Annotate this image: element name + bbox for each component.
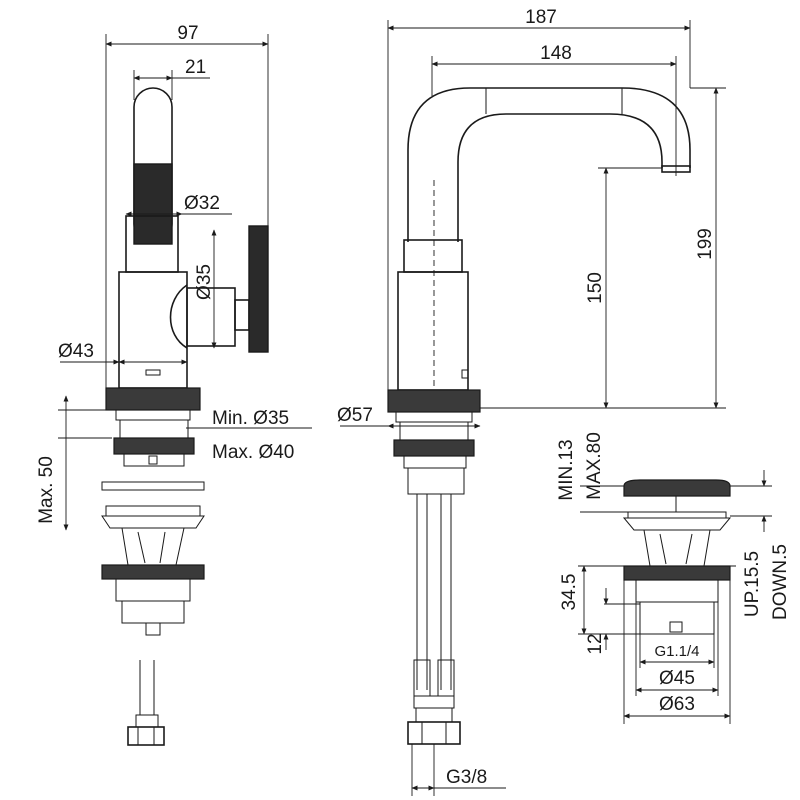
mount-tab bbox=[148, 455, 158, 465]
dim-label-max80: MAX.80 bbox=[584, 432, 605, 500]
dim-label-g38: G3/8 bbox=[446, 767, 487, 788]
waste-cone bbox=[622, 517, 732, 531]
dim-label-min13: MIN.13 bbox=[556, 439, 577, 500]
waste-nut bbox=[623, 565, 731, 581]
spout-outer bbox=[407, 87, 691, 242]
mount-washer bbox=[123, 453, 185, 467]
dim-label-max40: Max. Ø40 bbox=[212, 442, 294, 463]
lever-grip bbox=[133, 163, 173, 245]
waste-pin bbox=[669, 621, 683, 633]
dim-label-max50: Max. 50 bbox=[36, 456, 57, 524]
gasket bbox=[115, 409, 191, 421]
dim-label-45: Ø45 bbox=[659, 668, 695, 689]
dim-label-12: 12 bbox=[585, 633, 606, 654]
dim-label-150: 150 bbox=[585, 272, 606, 304]
waste-body bbox=[635, 579, 719, 603]
dim-label-21: 21 bbox=[185, 57, 206, 78]
waste-tail bbox=[121, 600, 185, 624]
waste-plate bbox=[627, 511, 727, 519]
waste-nut bbox=[101, 564, 205, 580]
base-flange bbox=[105, 387, 201, 411]
knob-boss bbox=[169, 284, 188, 349]
cage-bar bbox=[685, 533, 693, 565]
side-handle bbox=[248, 225, 269, 353]
waste-cage bbox=[643, 529, 711, 567]
hose-nut bbox=[127, 726, 165, 746]
knob-stem bbox=[234, 299, 250, 331]
front-nut bbox=[393, 439, 475, 457]
dim-label-43: Ø43 bbox=[58, 341, 94, 362]
dim-label-up: UP.15.5 bbox=[742, 551, 763, 617]
cage-bar bbox=[137, 531, 146, 564]
waste-cone bbox=[101, 515, 205, 529]
cage-bar bbox=[159, 531, 166, 564]
waste-tail bbox=[639, 601, 715, 635]
front-gasket bbox=[395, 411, 473, 423]
front-sleeve bbox=[399, 421, 469, 441]
body bbox=[118, 271, 188, 389]
front-body bbox=[397, 271, 469, 391]
waste-pin bbox=[145, 622, 161, 636]
dim-label-199: 199 bbox=[695, 228, 716, 260]
side-view: 97 21 Ø32 Ø35 Ø43 Max. 50 Min. Ø35 Max. … bbox=[36, 23, 312, 746]
dim-label-63: Ø63 bbox=[659, 694, 695, 715]
cage-bar bbox=[659, 533, 667, 565]
dim-label-down: DOWN.5 bbox=[770, 544, 791, 620]
hose-crimp bbox=[437, 659, 455, 697]
front-base-flange bbox=[387, 389, 481, 413]
waste-view: MIN.13 MAX.80 UP.15.5 DOWN.5 34.5 12 G1.… bbox=[556, 432, 791, 724]
waste-ring bbox=[105, 505, 201, 517]
front-tail bbox=[407, 467, 465, 495]
dim-label-34-5: 34.5 bbox=[559, 574, 580, 611]
waste-plate bbox=[101, 481, 205, 491]
front-washer bbox=[403, 455, 467, 469]
dim-label-187: 187 bbox=[525, 7, 557, 28]
dim-label-min35: Min. Ø35 bbox=[212, 408, 289, 429]
front-neck bbox=[403, 239, 463, 273]
dim-label-97: 97 bbox=[177, 23, 198, 44]
spout-inner bbox=[457, 113, 663, 242]
dim-label-57: Ø57 bbox=[337, 405, 373, 426]
marker bbox=[145, 369, 161, 376]
waste-body bbox=[115, 578, 191, 602]
mount-sleeve bbox=[119, 419, 189, 439]
hose-nut bbox=[407, 721, 461, 745]
hose-fitting bbox=[413, 695, 455, 709]
waste-cage bbox=[121, 527, 185, 566]
waste-cap bbox=[623, 479, 731, 497]
dim-label-148: 148 bbox=[540, 43, 572, 64]
mount-nut bbox=[113, 437, 195, 455]
dim-label-32: Ø32 bbox=[184, 193, 220, 214]
dim-label-g114: G1.1/4 bbox=[654, 643, 699, 660]
dim-label-35: Ø35 bbox=[194, 264, 215, 300]
front-marker bbox=[461, 369, 469, 379]
hose-fitting bbox=[415, 707, 453, 723]
hose-fitting bbox=[135, 714, 159, 728]
hose-crimp bbox=[413, 659, 431, 697]
front-view: 187 148 199 150 Ø57 G3/8 bbox=[337, 7, 726, 796]
